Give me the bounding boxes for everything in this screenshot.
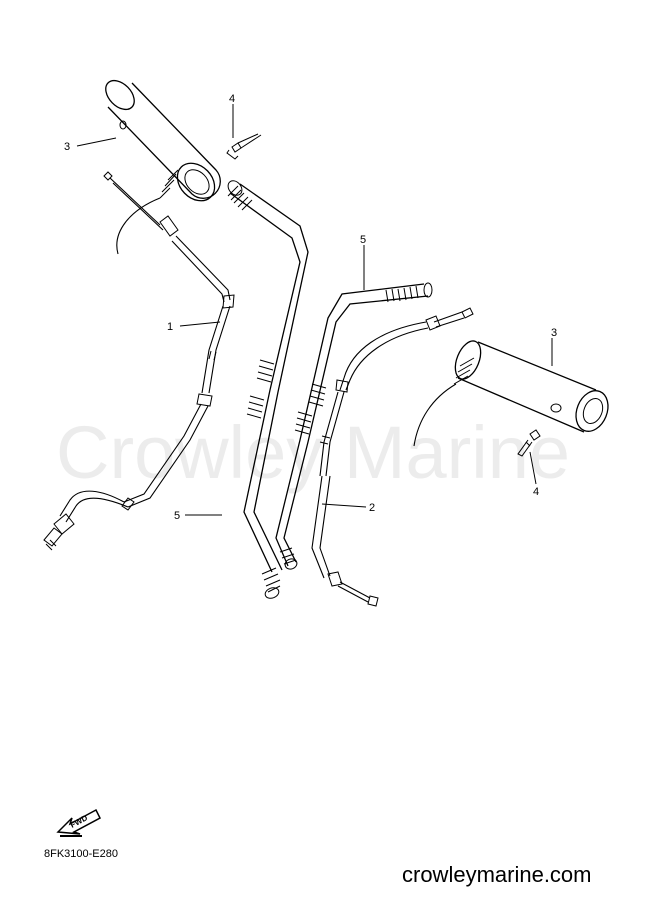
callout-leaders	[76, 104, 553, 516]
throttle-cable-part-1[interactable]	[43, 171, 235, 551]
throttle-cable-part-2[interactable]	[311, 307, 474, 607]
diagram-code: 8FK3100-E280	[44, 848, 118, 860]
grip-part-3-top[interactable]	[100, 75, 222, 208]
callout-3-top: 3	[64, 141, 70, 153]
watermark: Crowley Marine	[56, 411, 570, 494]
hose-part-5-center[interactable]	[225, 178, 309, 600]
callout-2: 2	[369, 502, 375, 514]
rivet-part-4-right[interactable]	[517, 429, 541, 457]
rivet-part-4-top[interactable]	[226, 133, 262, 160]
callout-3-right: 3	[551, 327, 557, 339]
callout-5-top: 5	[360, 234, 366, 246]
site-url: crowleymarine.com	[402, 862, 592, 887]
callout-4-right: 4	[533, 486, 539, 498]
callout-1: 1	[167, 321, 173, 333]
hose-part-5-right[interactable]	[275, 282, 433, 571]
grip-part-3-right[interactable]	[413, 337, 614, 447]
callout-5-bottom: 5	[174, 510, 180, 522]
callout-4-top: 4	[229, 93, 235, 105]
fwd-arrow-icon: FWD	[56, 808, 101, 837]
